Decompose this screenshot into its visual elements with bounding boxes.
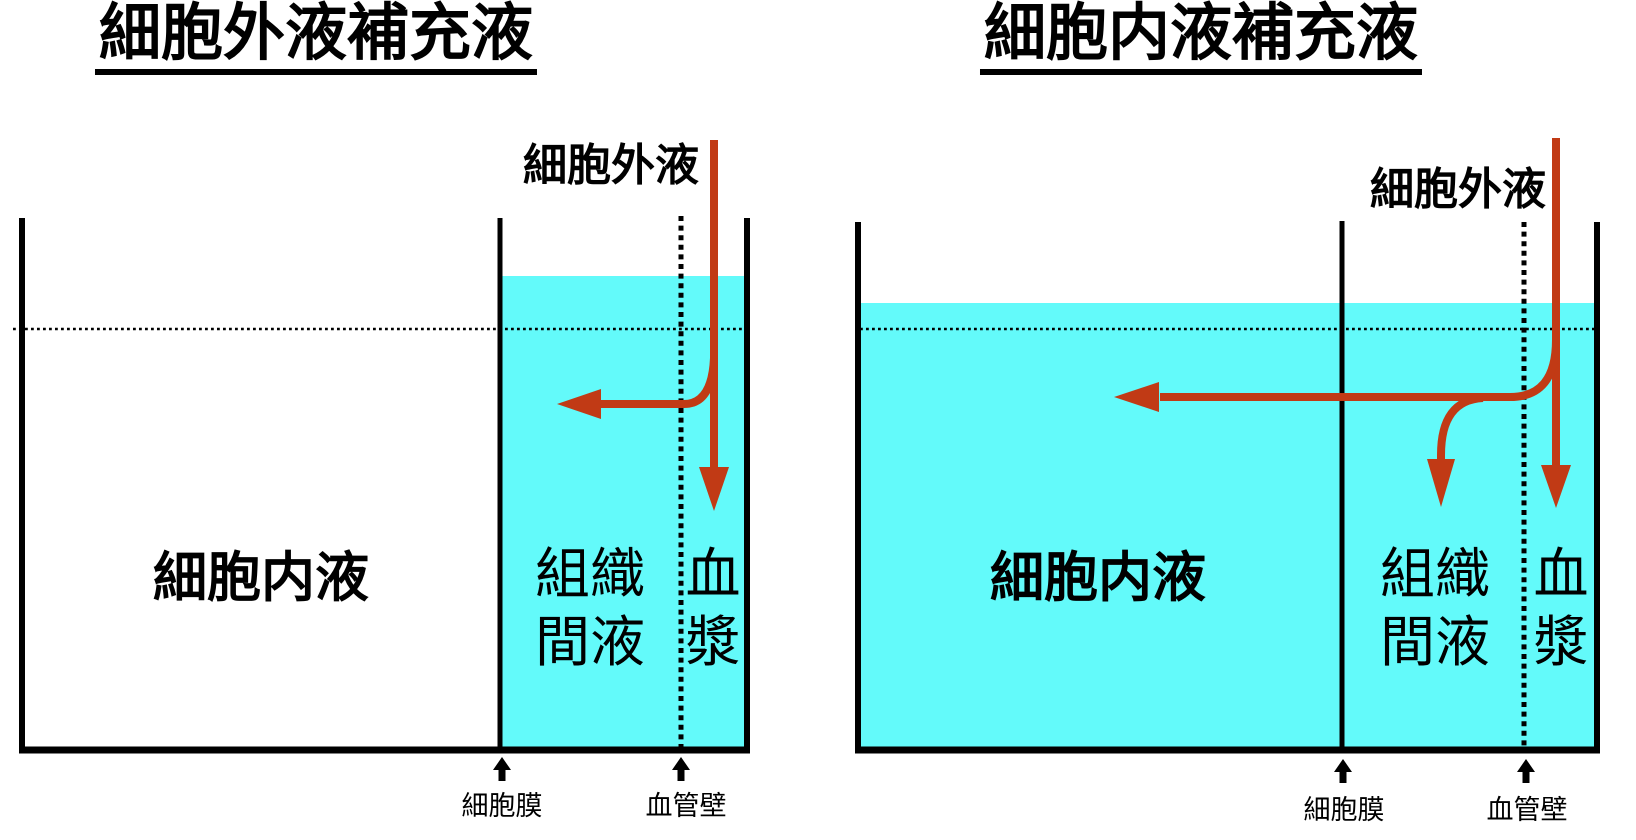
right-plasma-label: 血 漿 (1533, 540, 1588, 676)
right-membrane-label: 細胞膜 (1303, 795, 1385, 825)
right-vessel-pointer-arrow (1517, 759, 1535, 783)
left-branch-arrowhead-left (557, 389, 601, 419)
right-icf-label: 細胞内液 (990, 548, 1206, 608)
left-interstitial-label: 組織 間液 (535, 540, 645, 676)
right-interstitial-line1: 組織 (1379, 543, 1491, 605)
right-interstitial-label: 組織 間液 (1380, 540, 1490, 676)
right-infusion-arrowhead-down (1541, 465, 1571, 508)
left-ecf-label: 細胞外液 (523, 141, 699, 190)
left-membrane-pointer-arrow (493, 757, 511, 781)
left-interstitial-line2: 間液 (534, 611, 646, 673)
right-branch-arrowhead-left (1114, 382, 1159, 412)
left-plasma-line1: 血 (685, 543, 741, 605)
right-plasma-line2: 漿 (1533, 611, 1589, 673)
right-ecf-label: 細胞外液 (1370, 165, 1546, 214)
left-vessel-label: 血管壁 (645, 791, 727, 821)
left-fluid-fill (500, 276, 750, 750)
left-plasma-line2: 漿 (685, 611, 741, 673)
left-interstitial-line1: 組織 (534, 543, 646, 605)
left-plasma-label: 血 漿 (685, 540, 740, 676)
left-membrane-label: 細胞膜 (461, 791, 543, 821)
right-branch-arrow-path (1160, 339, 1560, 401)
left-vessel-pointer-arrow (672, 757, 690, 781)
left-infusion-arrowhead-down (699, 467, 729, 511)
right-interstitial-line2: 間液 (1379, 611, 1491, 673)
left-icf-label: 細胞内液 (153, 548, 369, 608)
left-branch-arrow-path (600, 357, 718, 408)
left-panel-title: 細胞外液補充液 (94, 2, 538, 75)
right-vessel-label: 血管壁 (1486, 795, 1568, 825)
right-panel-title: 細胞内液補充液 (979, 2, 1423, 75)
right-fluid-fill (858, 303, 1597, 750)
right-small-branch-arrow-path (1437, 394, 1484, 462)
right-small-branch-arrowhead-down (1427, 459, 1455, 507)
right-plasma-line1: 血 (1533, 543, 1589, 605)
right-membrane-pointer-arrow (1334, 759, 1352, 783)
